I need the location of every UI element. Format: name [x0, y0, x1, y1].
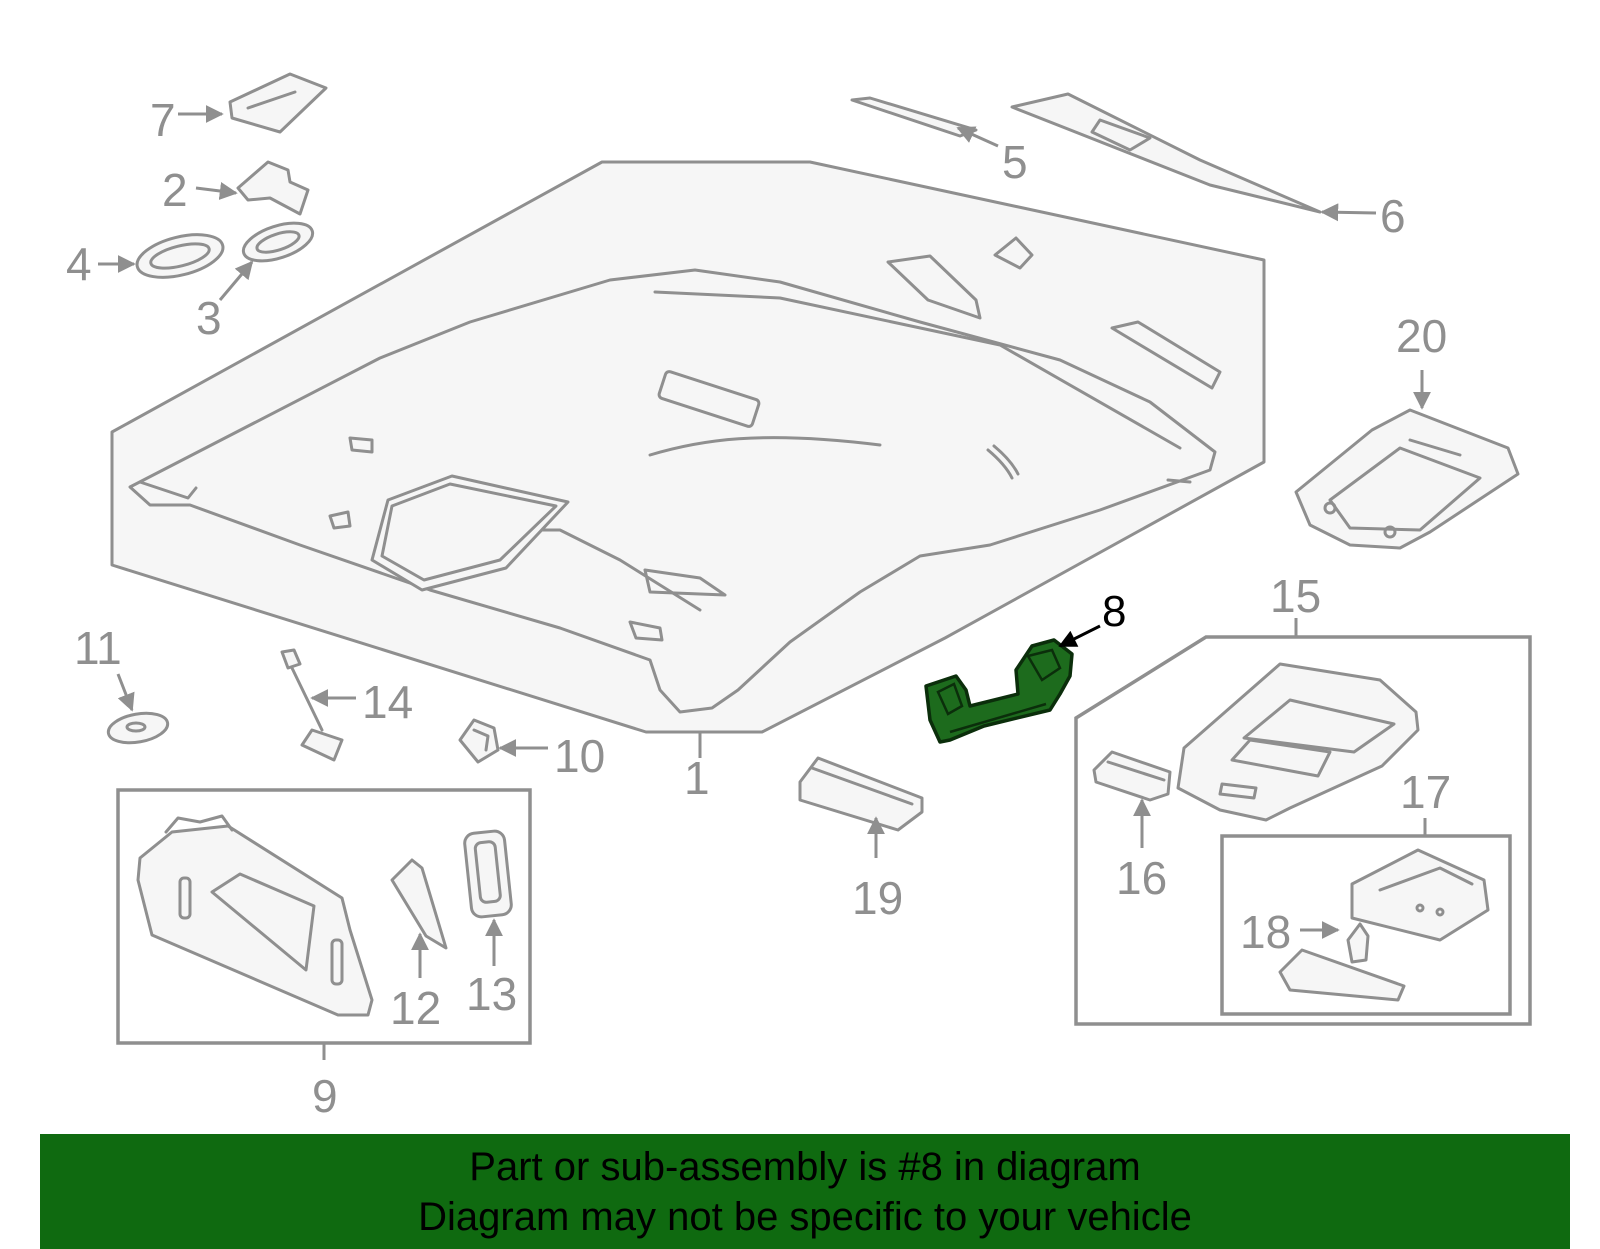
callout-4: 4 — [66, 238, 92, 290]
part-3-grommet — [241, 221, 315, 263]
banner-line-2: Diagram may not be specific to your vehi… — [418, 1195, 1192, 1239]
callout-6: 6 — [1380, 190, 1406, 242]
group-17-frame — [1220, 834, 1512, 1016]
callout-2: 2 — [162, 164, 188, 216]
part-2-clip — [236, 160, 310, 216]
part-4-grommet — [135, 233, 225, 279]
info-banner: Part or sub-assembly is #8 in diagram Di… — [40, 1134, 1570, 1249]
part-12-visor-clip — [390, 858, 448, 950]
callout-9: 9 — [312, 1070, 338, 1122]
callout-5: 5 — [1002, 136, 1028, 188]
part-16-bulb-socket — [1092, 750, 1172, 802]
part-6-trim-panel — [1010, 92, 1322, 214]
part-18-bulb — [1346, 922, 1370, 964]
part-9-sun-visor — [136, 814, 374, 1017]
part-11-cap — [106, 711, 170, 745]
part-14-wire-bracket — [280, 648, 344, 762]
part-13-visor-holder — [463, 829, 513, 919]
callout-8-leader — [1058, 624, 1101, 648]
callout-20: 20 — [1396, 310, 1447, 362]
part-10-clip — [458, 718, 500, 764]
callout-13: 13 — [466, 968, 517, 1020]
callout-7: 7 — [150, 94, 176, 146]
callout-10: 10 — [554, 730, 605, 782]
callout-15: 15 — [1270, 570, 1321, 622]
part-7-bracket — [228, 72, 328, 134]
callout-1: 1 — [684, 752, 710, 804]
callout-14: 14 — [362, 676, 413, 728]
callout-18: 18 — [1240, 906, 1291, 958]
part-19-lamp — [798, 756, 924, 832]
part-15-overhead-console — [1176, 662, 1420, 822]
callout-8: 8 — [1102, 587, 1126, 636]
callout-19: 19 — [852, 872, 903, 924]
part-5-trim-strip — [850, 96, 978, 138]
banner-line-1: Part or sub-assembly is #8 in diagram — [469, 1145, 1141, 1189]
callout-16: 16 — [1116, 852, 1167, 904]
callout-12: 12 — [390, 982, 441, 1034]
part-20-console-bracket — [1294, 408, 1520, 550]
group-15-frame — [1074, 635, 1532, 1026]
grab-handle-part-8[interactable] — [924, 638, 1074, 744]
headliner-part — [110, 160, 1266, 734]
callout-11: 11 — [74, 622, 122, 674]
part-17-lens — [1278, 948, 1406, 1002]
part-17-lamp-assembly — [1350, 848, 1490, 942]
callout-3: 3 — [196, 292, 222, 344]
callout-17: 17 — [1400, 766, 1451, 818]
